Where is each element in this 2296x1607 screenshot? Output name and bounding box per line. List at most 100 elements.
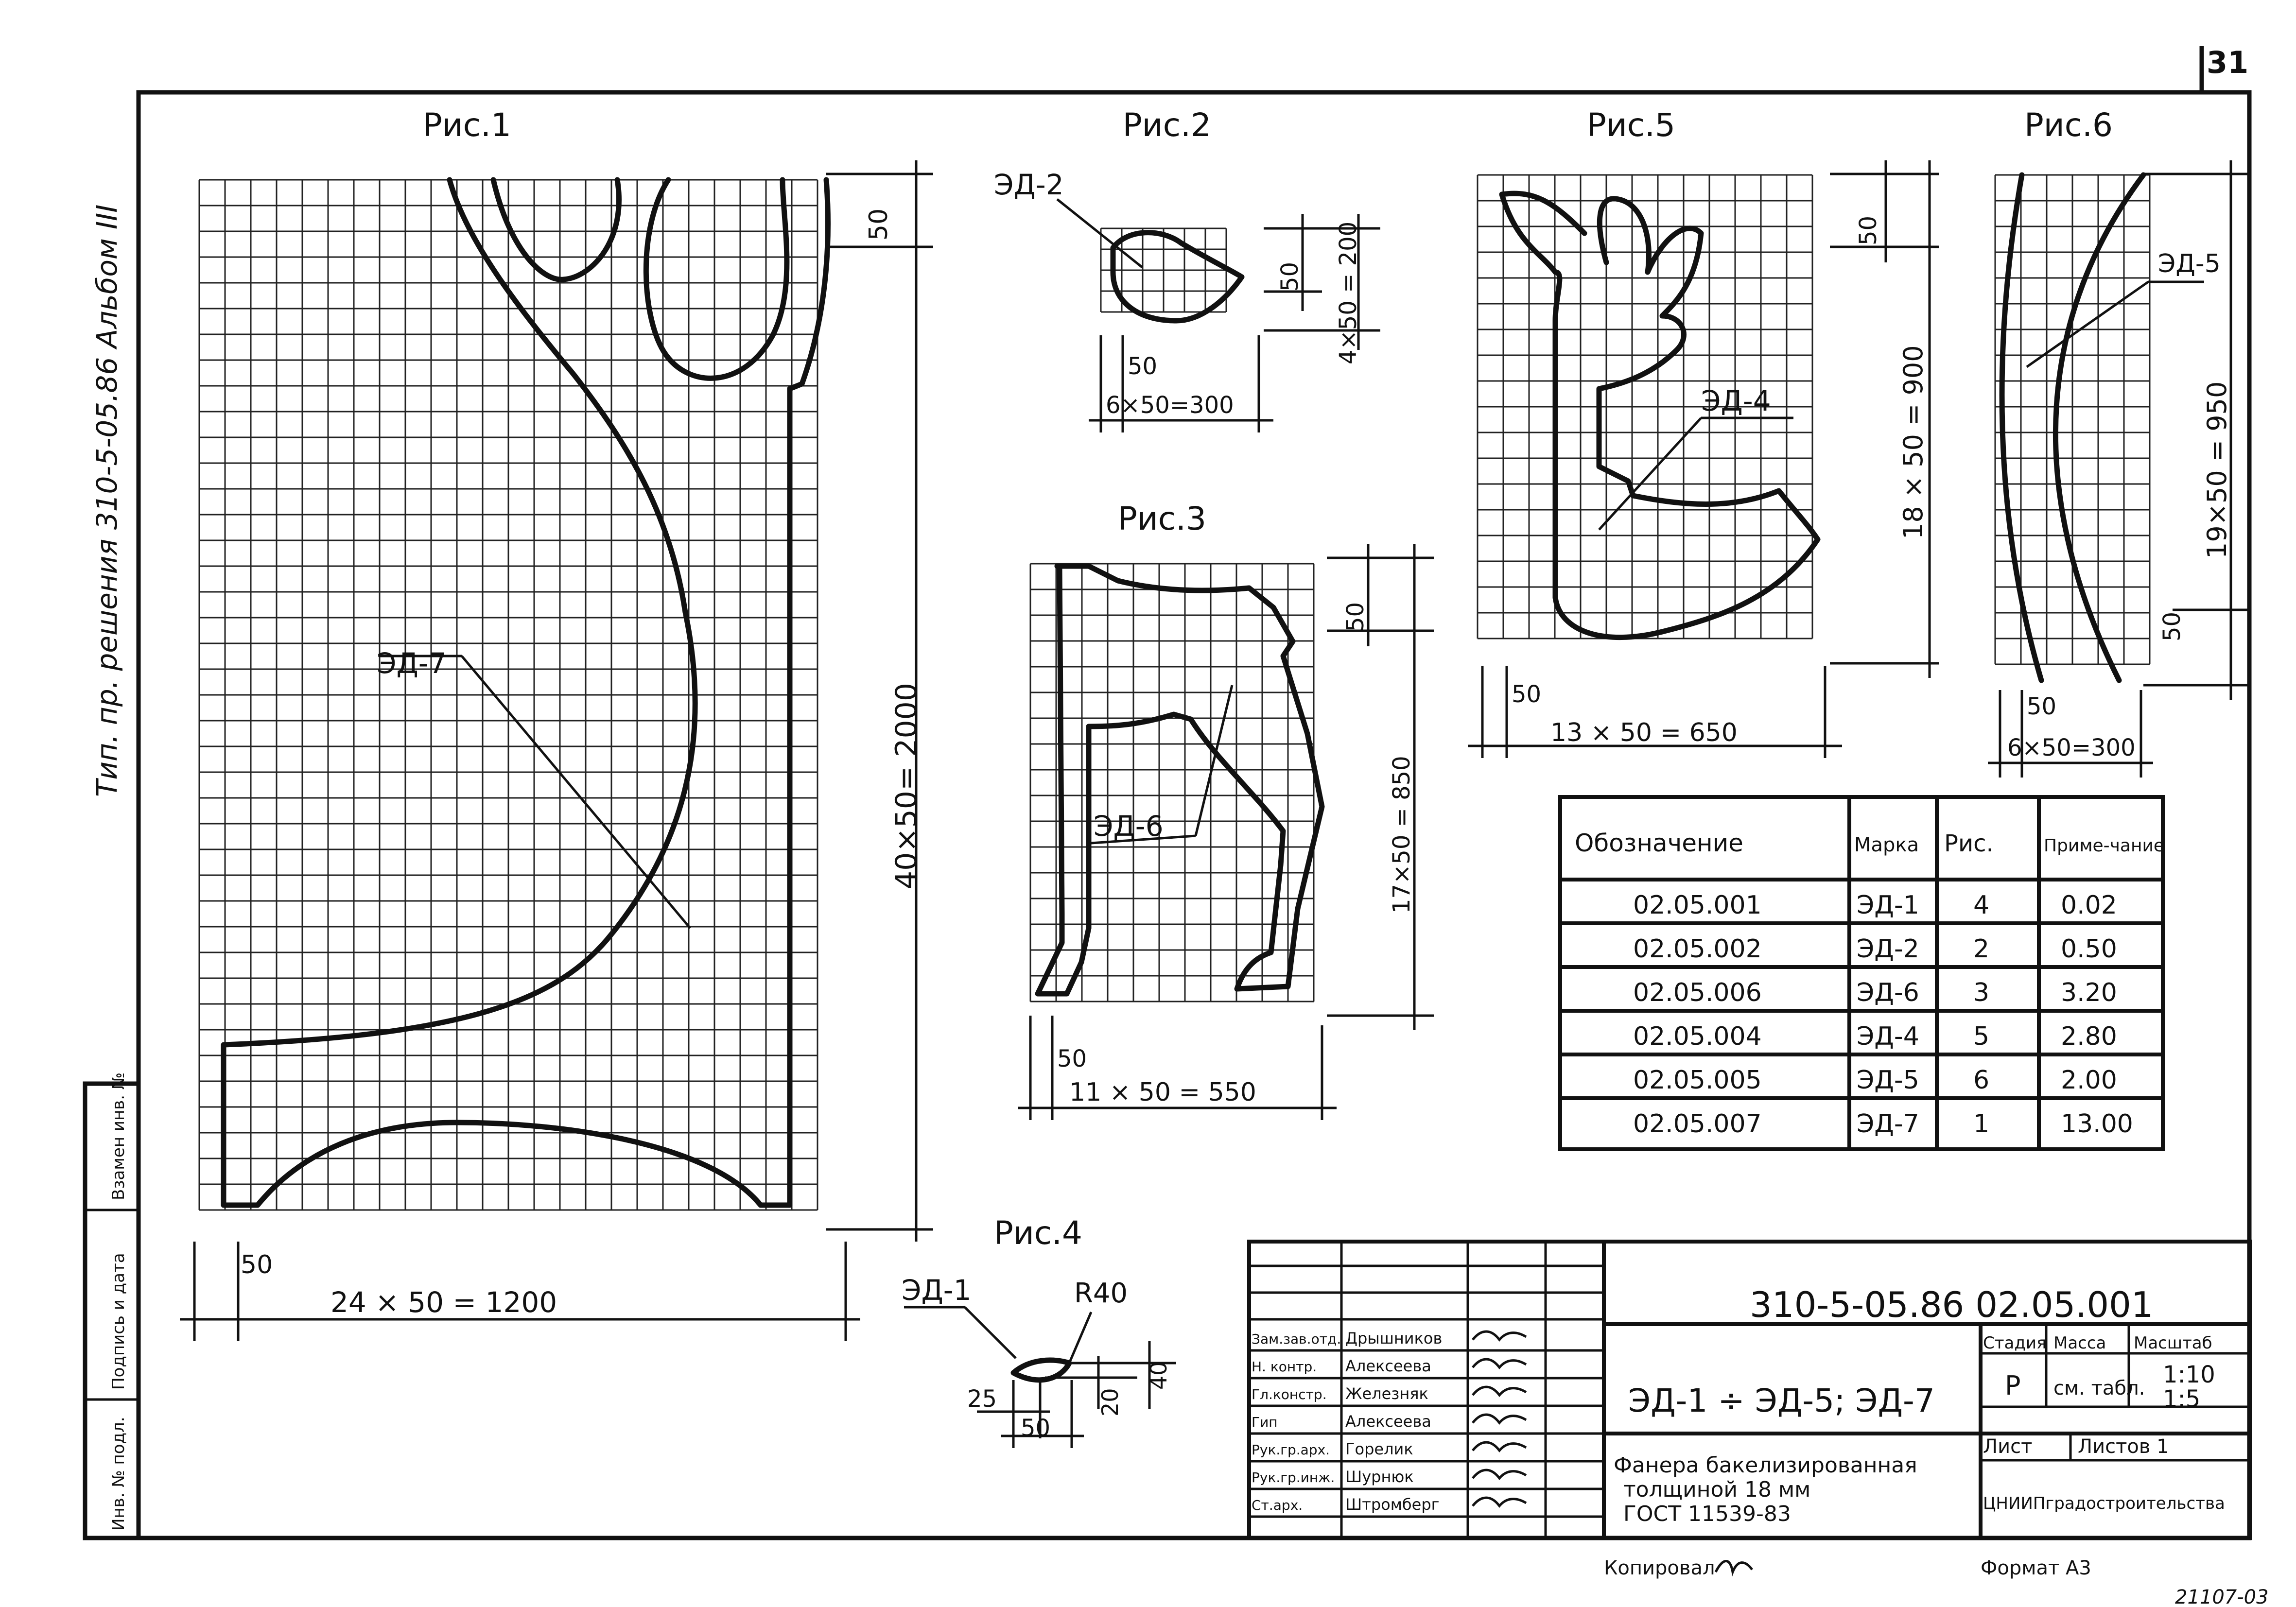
fig1-dim-cell-h: 50 bbox=[241, 1250, 273, 1279]
fig1-dim-height: 40×50= 2000 bbox=[889, 683, 923, 889]
spec-cell: ЭД-7 bbox=[1857, 1109, 1919, 1139]
spec-cell: 02.05.006 bbox=[1633, 978, 1762, 1007]
fig6-grid bbox=[1994, 174, 2151, 665]
fig4-label-ed1: ЭД-1 bbox=[902, 1274, 972, 1307]
spec-cell: 0.02 bbox=[2061, 891, 2117, 920]
fig5-dim-height: 18 × 50 = 900 bbox=[1898, 345, 1929, 539]
title-code: 310-5-05.86 02.05.001 bbox=[1750, 1284, 2154, 1325]
spec-cell: 2.00 bbox=[2061, 1066, 2117, 1095]
spec-cell: 02.05.007 bbox=[1633, 1109, 1762, 1139]
title-material-1: Фанера бакелизированная bbox=[1614, 1453, 1917, 1478]
spec-cell: 4 bbox=[1973, 891, 1989, 920]
spec-table: Обозначение Марка Рис. Приме-чание 02.05… bbox=[1558, 795, 2165, 1151]
fig5-dim-cell-h: 50 bbox=[1512, 681, 1541, 708]
spec-cell: 3 bbox=[1973, 978, 1989, 1007]
spec-cell: ЭД-5 bbox=[1857, 1066, 1919, 1095]
spec-header-fig: Рис. bbox=[1944, 830, 1994, 857]
fig3-dim-cell-v: 50 bbox=[1342, 602, 1369, 632]
staff-name: Дрышников bbox=[1345, 1329, 1442, 1348]
title-org: ЦНИИПградостроительства bbox=[1983, 1494, 2225, 1513]
fig6-label-ed5: ЭД-5 bbox=[2158, 249, 2221, 278]
fig3-dim-cell-h: 50 bbox=[1057, 1045, 1087, 1072]
staff-name: Шурнюк bbox=[1345, 1468, 1414, 1486]
fig5-label-ed4: ЭД-4 bbox=[1701, 384, 1771, 417]
fig1-title: Рис.1 bbox=[423, 106, 511, 144]
staff-role: Ст.арх. bbox=[1252, 1497, 1303, 1513]
sheet-number: 31 bbox=[2207, 45, 2248, 80]
title-mass-label: Масса bbox=[2053, 1333, 2106, 1353]
spec-header-designation: Обозначение bbox=[1575, 829, 1743, 857]
spec-cell: 02.05.005 bbox=[1633, 1066, 1762, 1095]
spec-cell: ЭД-2 bbox=[1857, 934, 1919, 964]
staff-name: Алексеева bbox=[1345, 1412, 1431, 1431]
spec-cell: 02.05.004 bbox=[1633, 1022, 1762, 1051]
fig3-label-ed6: ЭД-6 bbox=[1094, 810, 1164, 843]
fig5-part-ed4 bbox=[1499, 190, 1821, 640]
side-stamp-inventory: Инв. № подл. bbox=[109, 1417, 128, 1531]
title-stage: Р bbox=[2005, 1370, 2021, 1401]
footer-copied: Копировал bbox=[1604, 1557, 1715, 1579]
title-stage-label: Стадия bbox=[1983, 1333, 2046, 1353]
fig3-dim-height: 17×50 = 850 bbox=[1388, 756, 1415, 914]
title-material-2: толщиной 18 мм bbox=[1623, 1477, 1810, 1502]
fig1-dim-width: 24 × 50 = 1200 bbox=[330, 1286, 557, 1319]
spec-cell: 5 bbox=[1973, 1022, 1989, 1051]
fig1-dim-cell-v: 50 bbox=[864, 208, 893, 241]
spec-cell: 1 bbox=[1973, 1109, 1989, 1139]
spec-cell: ЭД-6 bbox=[1857, 978, 1919, 1007]
side-stamp bbox=[83, 1081, 141, 1540]
spec-cell: 3.20 bbox=[2061, 978, 2117, 1007]
spec-cell: 2 bbox=[1973, 934, 1989, 964]
staff-signature bbox=[1472, 1441, 1527, 1453]
title-material-3: ГОСТ 11539-83 bbox=[1623, 1502, 1791, 1526]
staff-name: Железняк bbox=[1345, 1384, 1428, 1403]
copied-signature bbox=[1714, 1560, 1753, 1577]
staff-name: Алексеева bbox=[1345, 1357, 1431, 1375]
fig6-dim-width: 6×50=300 bbox=[2007, 734, 2136, 761]
fig5-title: Рис.5 bbox=[1587, 106, 1675, 144]
staff-signature bbox=[1472, 1496, 1527, 1508]
spec-cell: 02.05.001 bbox=[1633, 891, 1762, 920]
fig1-part-ed7 bbox=[221, 177, 831, 1208]
fig6-dim-cell-h: 50 bbox=[2027, 693, 2056, 720]
fig5-dim-width: 13 × 50 = 650 bbox=[1550, 718, 1738, 747]
title-sheet-label: Лист bbox=[1983, 1435, 2032, 1458]
fig2-dim-width: 6×50=300 bbox=[1106, 392, 1234, 419]
staff-signature bbox=[1472, 1469, 1527, 1481]
footer-stamp: 21107-03 bbox=[2175, 1586, 2269, 1607]
staff-signature bbox=[1472, 1385, 1527, 1398]
fig2-dim-cell-h: 50 bbox=[1128, 353, 1157, 380]
staff-role: Гип bbox=[1252, 1414, 1278, 1430]
drawing-frame bbox=[136, 90, 2252, 1540]
staff-signature bbox=[1472, 1330, 1527, 1342]
spec-header-mark: Марка bbox=[1854, 834, 1919, 856]
staff-signature bbox=[1472, 1413, 1527, 1425]
spec-cell: 13.00 bbox=[2061, 1109, 2133, 1139]
fig1-grid bbox=[198, 179, 818, 1211]
fig2-label-ed2: ЭД-2 bbox=[994, 168, 1064, 201]
side-title: Тип. пр. решения 310-5-05.86 Альбом III bbox=[90, 205, 123, 797]
fig6-dim-height: 19×50 = 950 bbox=[2202, 381, 2232, 559]
title-sheets-label: Листов 1 bbox=[2078, 1435, 2169, 1458]
fig6-part-ed5 bbox=[1999, 172, 2146, 683]
fig4-dim-20: 20 bbox=[1097, 1388, 1123, 1417]
fig3-title: Рис.3 bbox=[1118, 500, 1206, 537]
spec-header-note: Приме-чание bbox=[2044, 836, 2164, 856]
title-scale-label: Масштаб bbox=[2134, 1333, 2212, 1353]
fig4-part-ed1 bbox=[1010, 1357, 1072, 1383]
fig4-title: Рис.4 bbox=[994, 1214, 1082, 1252]
spec-cell: 6 bbox=[1973, 1066, 1989, 1095]
staff-role: Гл.констр. bbox=[1252, 1386, 1327, 1402]
fig3-part-ed6 bbox=[1035, 563, 1325, 997]
staff-role: Н. контр. bbox=[1252, 1359, 1317, 1375]
fig6-dim-cell-v: 50 bbox=[2158, 612, 2186, 641]
fig3-dim-width: 11 × 50 = 550 bbox=[1069, 1078, 1256, 1107]
fig4-dim-25: 25 bbox=[967, 1385, 997, 1413]
fig1-label-ed7: ЭД-7 bbox=[377, 647, 447, 680]
title-name: ЭД-1 ÷ ЭД-5; ЭД-7 bbox=[1628, 1382, 1935, 1419]
spec-cell: ЭД-4 bbox=[1857, 1022, 1919, 1051]
title-mass: см. табл. bbox=[2053, 1377, 2145, 1400]
staff-name: Горелик bbox=[1345, 1440, 1413, 1458]
fig4-dim-radius: R40 bbox=[1074, 1278, 1128, 1309]
